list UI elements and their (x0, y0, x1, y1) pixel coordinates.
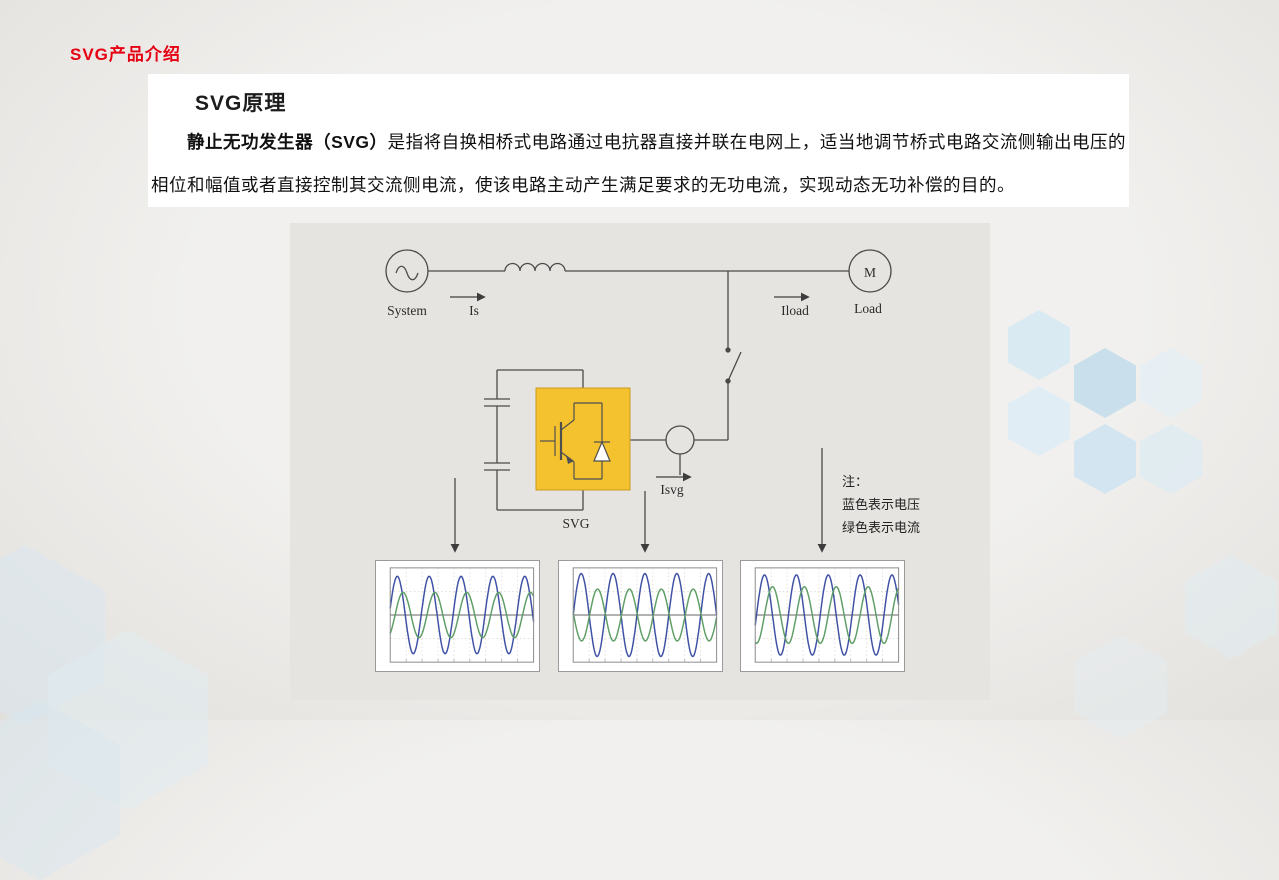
load-label: Load (854, 301, 882, 316)
note-line2: 蓝色表示电压 (842, 497, 920, 512)
iload-label: Iload (781, 303, 809, 318)
waveform-chart (572, 567, 718, 663)
is-label: Is (469, 303, 479, 318)
breaker-switch-icon (725, 271, 742, 440)
isvg-label: Isvg (660, 482, 683, 497)
hexagon-decoration (1074, 348, 1136, 418)
waveform-plot-system (375, 560, 540, 672)
waveform-chart (754, 567, 900, 663)
slide-tag: SVG产品介绍 (70, 45, 181, 64)
hexagon-decoration (1008, 386, 1070, 456)
waveform-plot-load (740, 560, 905, 672)
motor-letter: M (864, 265, 876, 280)
hexagon-decoration (1140, 424, 1202, 494)
plot-pointer-arrows (450, 448, 827, 553)
note-line1: 注： (842, 474, 868, 489)
note-line3: 绿色表示电流 (842, 520, 920, 535)
hexagon-decoration (1074, 424, 1136, 494)
converter-box (535, 387, 631, 491)
waveform-plot-svg-output (558, 560, 723, 672)
diagram-panel: System Is Iload M Load (290, 223, 990, 700)
page-title: SVG原理 (195, 92, 287, 115)
hexagon-decoration (1140, 348, 1202, 418)
hexagon-decoration (1008, 310, 1070, 380)
motor-icon (848, 249, 892, 293)
intro-paragraph-bold: 静止无功发生器（SVG） (187, 132, 388, 152)
converter-label: SVG (562, 516, 589, 531)
hexagon-decoration (1185, 555, 1277, 659)
intro-paragraph: 静止无功发生器（SVG）是指将自换相桥式电路通过电抗器直接并联在电网上，适当地调… (151, 121, 1126, 207)
inductor-icon (504, 262, 566, 272)
intro-paragraph-rest: 是指将自换相桥式电路通过电抗器直接并联在电网上，适当地调节桥式电路交流侧输出电压… (151, 132, 1126, 195)
system-label: System (387, 303, 427, 318)
igbt-icon (540, 402, 611, 480)
content-block: SVG原理 静止无功发生器（SVG）是指将自换相桥式电路通过电抗器直接并联在电网… (148, 74, 1129, 207)
legend-note: 注： 蓝色表示电压 绿色表示电流 (842, 474, 920, 535)
current-transformer-icon (630, 425, 728, 475)
hexagon-decoration (1075, 635, 1167, 739)
waveform-chart (389, 567, 535, 663)
ac-source-icon (385, 249, 429, 293)
circuit-diagram: System Is Iload M Load (385, 249, 920, 553)
dc-capacitor-icon (484, 369, 584, 511)
